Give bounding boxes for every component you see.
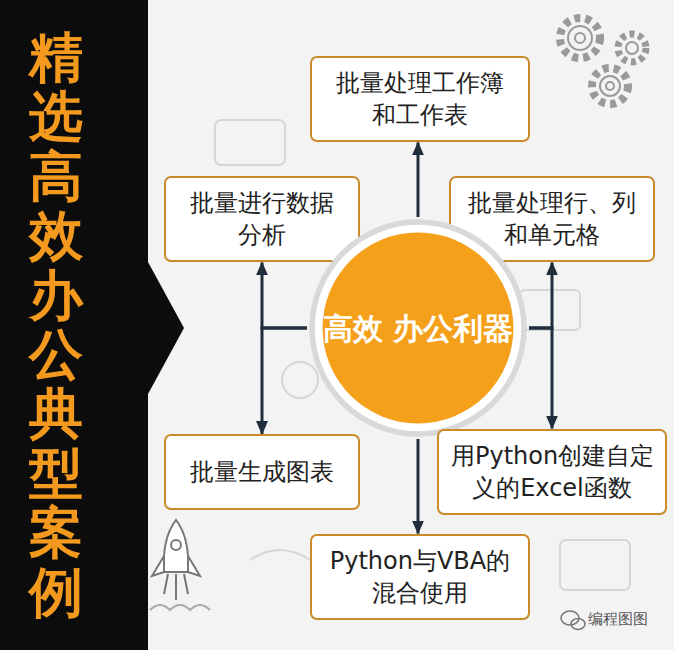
wechat-icon [561, 611, 585, 630]
rocket-icon [150, 520, 210, 610]
arrow-connector [529, 262, 552, 328]
arrow-connector [529, 328, 552, 429]
arrow-connector [417, 142, 420, 217]
node-text: 批量进行数据 分析 [178, 187, 346, 252]
title-band [0, 0, 184, 650]
node-text: 批量生成图表 [178, 456, 346, 488]
arrow-connector [417, 439, 420, 534]
arrow-connector [262, 328, 307, 434]
node-text: 批量处理行、列 和单元格 [463, 187, 641, 252]
hub-circle: 高效 办公利器 [307, 217, 529, 439]
gear-icons [560, 18, 646, 104]
topic-box: 批量生成图表 [164, 434, 360, 510]
arrow-connector [262, 262, 307, 328]
vertical-title: 精选高效办公典型案例 [29, 28, 83, 622]
node-text: 高效 办公利器 [323, 309, 513, 348]
node-text: 用Python创建自定 义的Excel函数 [451, 440, 653, 505]
node-text: 批量处理工作簿 和工作表 [324, 67, 516, 132]
topic-box: Python与VBA的 混合使用 [310, 534, 530, 621]
topic-box: 批量处理工作簿 和工作表 [310, 56, 530, 143]
topic-box: 用Python创建自定 义的Excel函数 [437, 429, 667, 516]
topic-box: 批量进行数据 分析 [164, 176, 360, 263]
watermark: 编程图图 [588, 610, 648, 629]
node-text: Python与VBA的 混合使用 [324, 545, 516, 610]
